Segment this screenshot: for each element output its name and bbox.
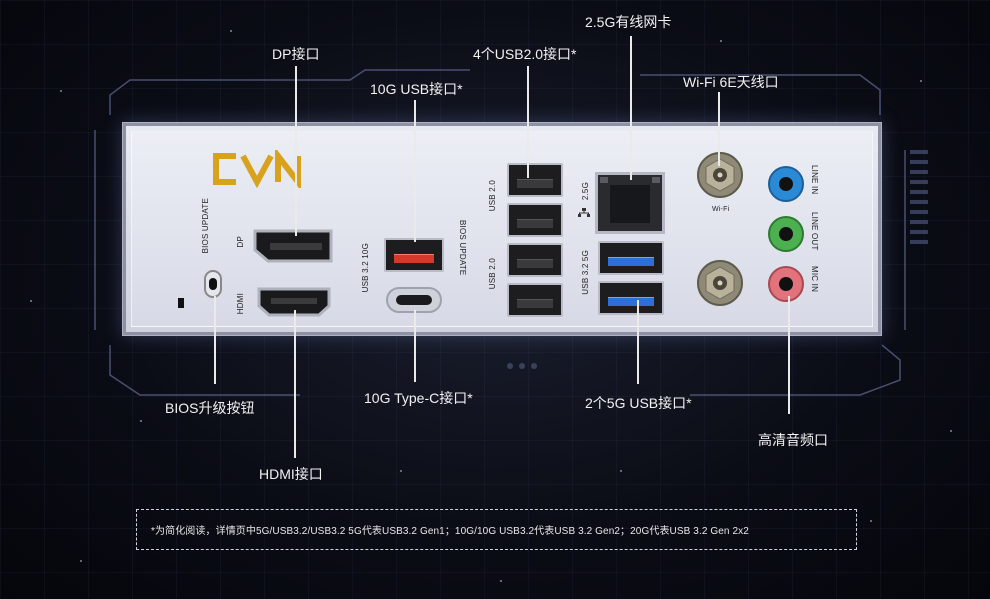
annotation-usb10g: 10G USB接口* <box>370 81 463 97</box>
usb-5g-port-2[interactable] <box>598 281 664 315</box>
callout-line-usb20 <box>527 66 529 178</box>
ethernet-led-left <box>600 177 608 183</box>
annotation-bios-button: BIOS升级按钮 <box>165 400 255 416</box>
annotation-usb20: 4个USB2.0接口* <box>473 46 577 62</box>
label-dp: DP <box>236 236 245 248</box>
label-hdmi: HDMI <box>236 293 245 315</box>
annotation-audio: 高清音频口 <box>758 432 828 448</box>
usb20-port-3-tongue <box>517 259 553 268</box>
usb20-port-4[interactable] <box>507 283 563 317</box>
usb20-port-3[interactable] <box>507 243 563 277</box>
callout-line-wifi <box>718 92 720 166</box>
bios-update-button[interactable] <box>204 270 222 298</box>
bios-button-core <box>209 278 217 290</box>
usb20-port-2[interactable] <box>507 203 563 237</box>
hdmi-port[interactable] <box>256 286 332 318</box>
dp-port[interactable] <box>252 228 334 264</box>
wifi-antenna-connector-1[interactable] <box>695 150 745 200</box>
audio-line-out-jack[interactable] <box>766 214 806 254</box>
annotation-wifi: Wi-Fi 6E天线口 <box>683 74 779 90</box>
label-lan-25g: 2.5G <box>581 182 590 201</box>
cvn-logo <box>213 150 301 188</box>
usb20-port-1-tongue <box>517 179 553 188</box>
usb-5g-port-1-tongue <box>608 257 654 266</box>
usb20-port-1[interactable] <box>507 163 563 197</box>
footnote-text: *为简化阅读，详情页中5G/USB3.2/USB3.2 5G代表USB3.2 G… <box>151 526 749 537</box>
callout-line-bios <box>214 296 216 384</box>
label-wifi: Wi-Fi <box>712 206 730 213</box>
callout-line-hdmi <box>294 310 296 458</box>
annotation-dp: DP接口 <box>272 46 320 62</box>
annotation-usb5g: 2个5G USB接口* <box>585 395 692 411</box>
label-usb20-top: USB 2.0 <box>488 180 497 212</box>
usb-10g-tongue <box>394 254 434 263</box>
type-c-inner <box>396 295 432 305</box>
label-mic-in: MIC IN <box>810 266 819 293</box>
ethernet-jack <box>610 185 650 223</box>
ethernet-led-right <box>652 177 660 183</box>
led-indicator <box>178 298 184 308</box>
usb20-port-4-tongue <box>517 299 553 308</box>
callout-line-lan <box>630 36 632 180</box>
audio-line-in-jack[interactable] <box>766 164 806 204</box>
callout-line-usb10g <box>414 100 416 242</box>
callout-line-typec <box>414 310 416 382</box>
usb20-port-2-tongue <box>517 219 553 228</box>
callout-line-dp <box>295 66 297 236</box>
callout-line-usb5g <box>637 300 639 384</box>
label-bios-update-right: BIOS UPDATE <box>458 220 467 276</box>
wifi-antenna-connector-2[interactable] <box>695 258 745 308</box>
audio-mic-in-jack[interactable] <box>766 264 806 304</box>
label-usb32-10g: USB 3.2 10G <box>361 243 370 293</box>
label-usb20-bottom: USB 2.0 <box>488 258 497 290</box>
footnote-box: *为简化阅读，详情页中5G/USB3.2/USB3.2 5G代表USB3.2 G… <box>136 509 857 550</box>
network-icon <box>578 208 590 217</box>
callout-line-audio <box>788 296 790 414</box>
ethernet-port[interactable] <box>595 172 665 234</box>
annotation-typec: 10G Type-C接口* <box>364 390 473 406</box>
annotation-lan: 2.5G有线网卡 <box>585 14 672 30</box>
io-shield-inner <box>131 131 873 327</box>
label-line-in: LINE IN <box>810 165 819 195</box>
usb-5g-port-2-tongue <box>608 297 654 306</box>
usb-10g-port[interactable] <box>384 238 444 272</box>
label-bios-update-left: BIOS UPDATE <box>201 198 210 254</box>
usb-5g-port-1[interactable] <box>598 241 664 275</box>
annotation-hdmi: HDMI接口 <box>259 466 323 482</box>
io-shield-panel <box>122 122 882 336</box>
label-usb32-5g: USB 3.2 5G <box>581 250 590 295</box>
label-line-out: LINE OUT <box>810 212 819 251</box>
